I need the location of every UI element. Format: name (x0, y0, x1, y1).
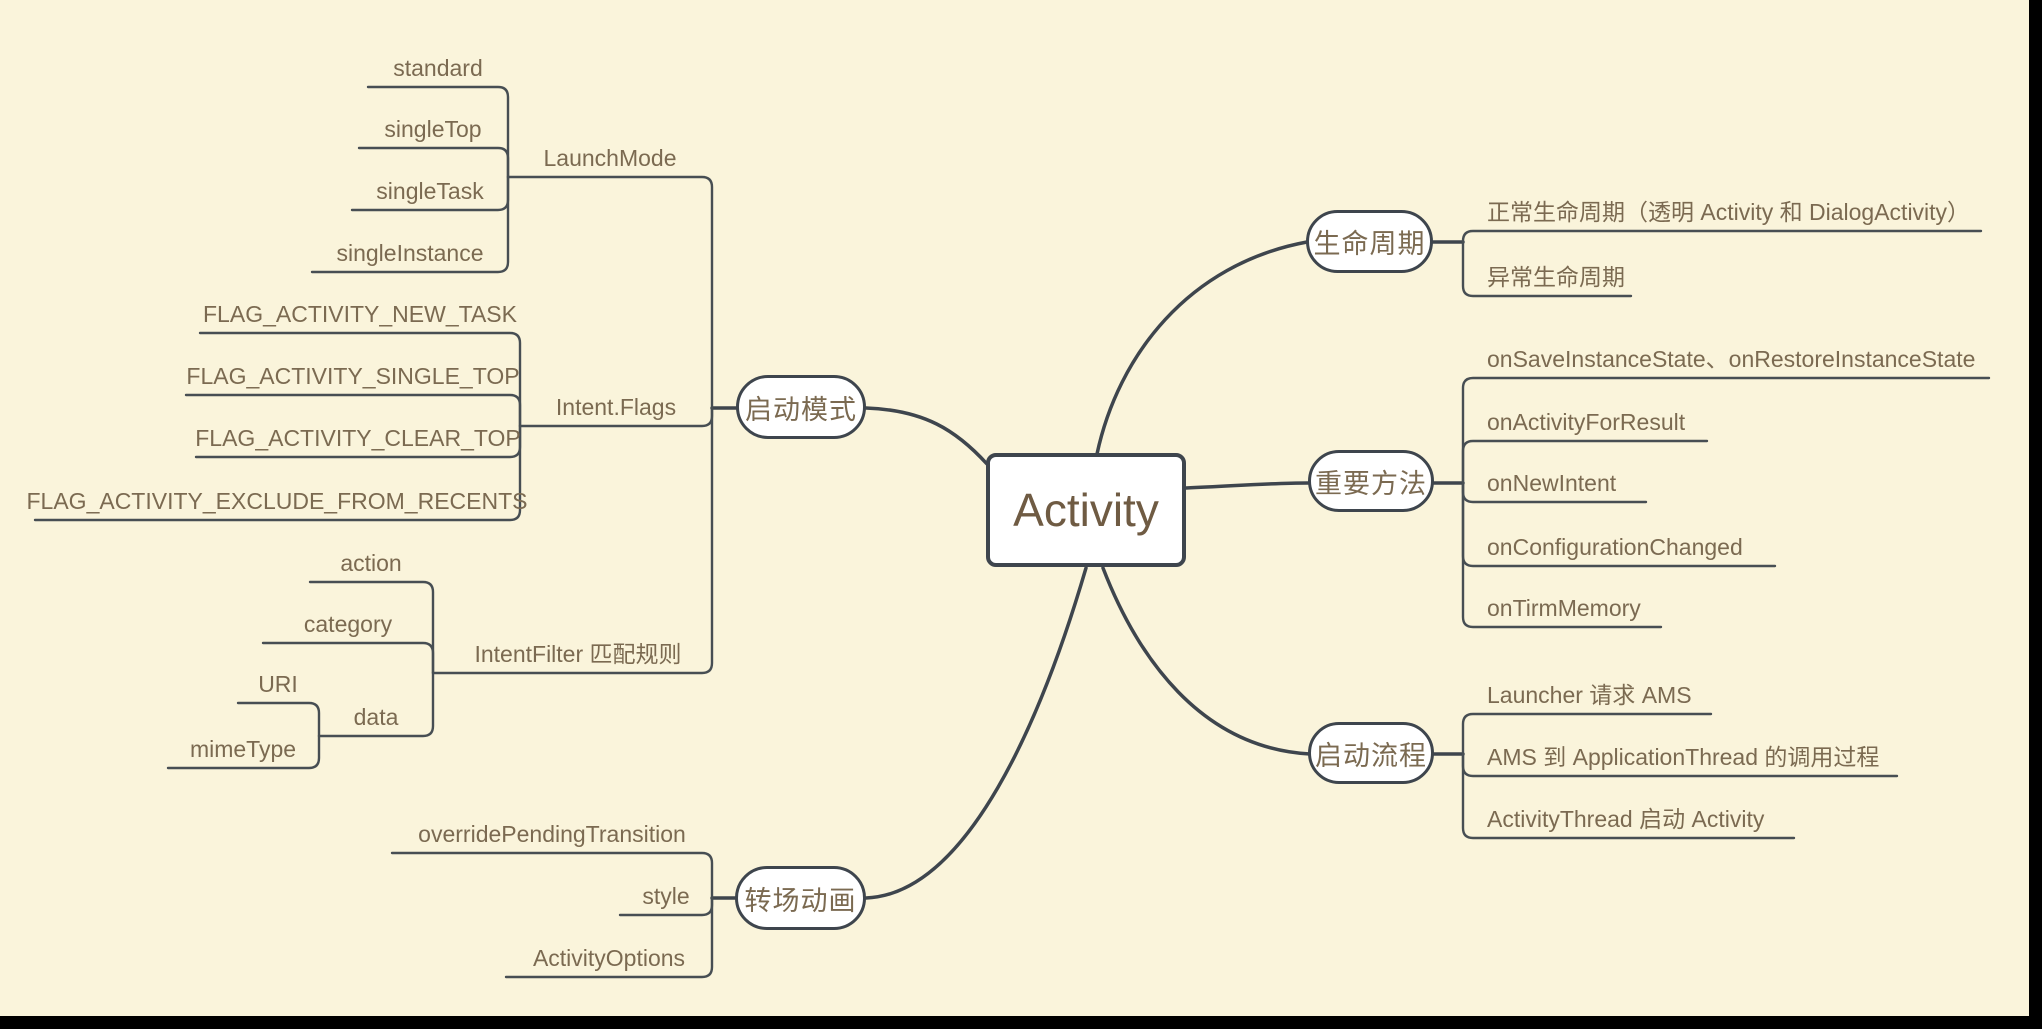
node-activitythread-start-activity[interactable]: ActivityThread 启动 Activity (1487, 806, 1765, 832)
wire-flag-single-top (184, 393, 522, 428)
node-ams-to-applicationthread[interactable]: AMS 到 ApplicationThread 的调用过程 (1487, 744, 1880, 770)
node-standard[interactable]: standard (393, 55, 483, 81)
node-singletop[interactable]: singleTop (384, 116, 482, 142)
curve-to-start-process (1101, 566, 1312, 756)
node-action[interactable]: action (340, 550, 402, 576)
node-save-restore-instancestate[interactable]: onSaveInstanceState、onRestoreInstanceSta… (1487, 346, 1976, 372)
wire-override-pending-transition (390, 851, 714, 900)
branch-start-process[interactable]: 启动流程 (1308, 722, 1434, 784)
curve-to-launch-mode (864, 406, 989, 466)
wire-activity-for-result (1461, 439, 1709, 485)
node-normal-lifecycle[interactable]: 正常生命周期（透明 Activity 和 DialogActivity） (1487, 199, 1971, 225)
node-ontirmmemory[interactable]: onTirmMemory (1487, 595, 1641, 621)
branch-launch-mode[interactable]: 启动模式 (736, 375, 866, 439)
node-activity-options[interactable]: ActivityOptions (532, 945, 686, 971)
node-intent-filter-rule[interactable]: IntentFilter 匹配规则 (474, 641, 682, 667)
node-flag-new-task[interactable]: FLAG_ACTIVITY_NEW_TASK (203, 301, 517, 327)
central-topic[interactable]: Activity (986, 453, 1186, 567)
wire-uri (236, 701, 321, 738)
node-flag-exclude-from-recents[interactable]: FLAG_ACTIVITY_EXCLUDE_FROM_RECENTS (26, 488, 528, 514)
node-flag-clear-top[interactable]: FLAG_ACTIVITY_CLEAR_TOP (195, 425, 521, 451)
wire-activitythread-start (1461, 752, 1796, 840)
node-override-pending-transition[interactable]: overridePendingTransition (418, 821, 686, 847)
node-singletask[interactable]: singleTask (376, 178, 484, 204)
frame-bottom-strip (0, 1016, 2042, 1029)
node-launcher-request-ams[interactable]: Launcher 请求 AMS (1487, 682, 1692, 708)
branch-transition-animation[interactable]: 转场动画 (735, 866, 866, 930)
wire-mimetype (166, 734, 321, 770)
node-singleinstance[interactable]: singleInstance (336, 240, 484, 266)
node-category[interactable]: category (303, 611, 393, 637)
wire-launcher-ams (1461, 712, 1713, 756)
node-onnewintent[interactable]: onNewIntent (1487, 470, 1617, 496)
wire-save-restore (1461, 376, 1991, 485)
wire-singleinstance (310, 175, 510, 274)
wire-action (308, 580, 435, 675)
wire-tirm-memory (1461, 481, 1663, 629)
wire-standard (366, 85, 510, 179)
wire-data (317, 671, 435, 738)
wire-category (261, 641, 435, 675)
node-flag-single-top[interactable]: FLAG_ACTIVITY_SINGLE_TOP (186, 363, 520, 389)
node-style[interactable]: style (642, 883, 690, 909)
node-data[interactable]: data (353, 704, 399, 730)
curve-to-transition (864, 566, 1088, 900)
node-onactivityforresult[interactable]: onActivityForResult (1487, 409, 1686, 435)
wire-flag-new-task (198, 331, 522, 428)
curve-to-lifecycle (1095, 240, 1309, 456)
wire-launchmode (506, 175, 714, 410)
node-launchmode[interactable]: LaunchMode (543, 145, 677, 171)
node-abnormal-lifecycle[interactable]: 异常生命周期 (1487, 264, 1625, 290)
curve-to-key-methods (1184, 481, 1310, 490)
wire-abnormal-lifecycle (1461, 240, 1633, 298)
node-onconfigurationchanged[interactable]: onConfigurationChanged (1487, 534, 1743, 560)
node-intent-flags[interactable]: Intent.Flags (555, 394, 677, 420)
node-mimetype[interactable]: mimeType (189, 736, 297, 762)
wire-intent-filter (431, 406, 714, 675)
branch-lifecycle[interactable]: 生命周期 (1306, 210, 1433, 273)
wire-activity-options (504, 896, 714, 979)
wire-normal-lifecycle (1461, 229, 1983, 244)
wire-singletop (357, 146, 510, 179)
frame-right-strip (2029, 0, 2042, 1029)
node-uri[interactable]: URI (258, 671, 298, 697)
wire-flag-exclude (33, 424, 522, 522)
branch-key-methods[interactable]: 重要方法 (1308, 450, 1434, 512)
